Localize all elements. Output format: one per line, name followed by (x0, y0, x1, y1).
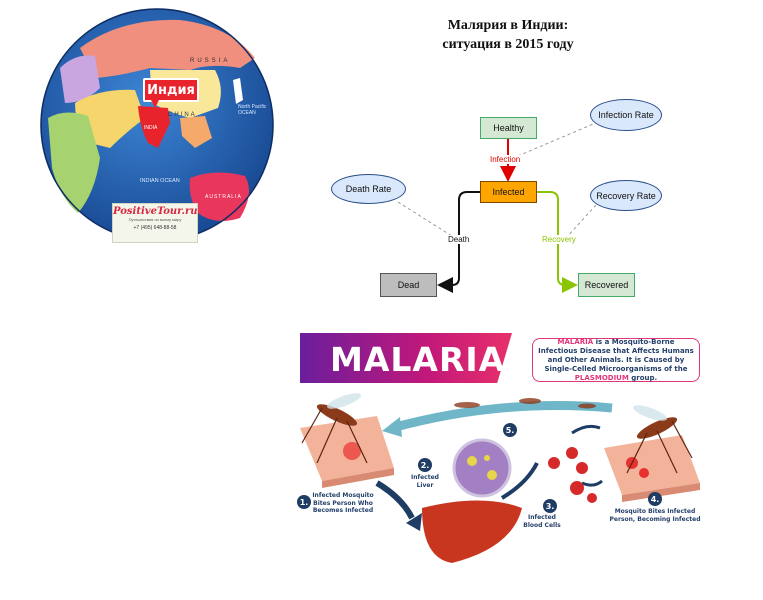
step-2-badge: 2. (418, 458, 432, 472)
malaria-definition-text: MALARIA is a Mosquito-Borne Infectious D… (537, 338, 695, 383)
malaria-title: MALARIA (330, 340, 506, 379)
malaria-definition-callout: MALARIA is a Mosquito-Borne Infectious D… (532, 338, 700, 382)
malaria-banner (300, 333, 512, 383)
mosquito-right-icon (626, 405, 693, 474)
india-callout-label: Индия (147, 82, 195, 98)
link-death-rate (397, 201, 456, 239)
positivetour-phone: +7 (495) 648-88-58 (133, 225, 177, 231)
node-healthy: Healthy (480, 117, 537, 139)
node-dead: Dead (380, 273, 437, 297)
region-se-asia (180, 116, 212, 148)
title-line-1: Малярия в Индии: (447, 18, 569, 33)
region-india (138, 106, 170, 148)
globe-map: Индия RUSSIA CHINA INDIA INDIAN OCEAN No… (40, 8, 274, 243)
def-plasmodium: PLASMODIUM (574, 373, 629, 382)
step-3-badge: 3. (543, 499, 557, 513)
edge-death-label: Death (447, 235, 471, 244)
title-line-2: ситуация в 2015 году (442, 37, 574, 52)
node-infected-label: Infected (492, 187, 525, 197)
rate-recovery-label: Recovery Rate (596, 190, 656, 201)
india-callout-pointer (150, 98, 160, 108)
step-4-text: Mosquito Bites Infected Person, Becoming… (609, 508, 701, 523)
def-body: is a Mosquito-Borne Infectious Disease t… (538, 337, 694, 373)
edge-infection-label: Infection (489, 155, 522, 164)
region-japan (233, 78, 243, 104)
def-malaria: MALARIA (557, 337, 594, 346)
step-5-badge: 5. (503, 423, 517, 437)
malaria-infographic (282, 323, 723, 587)
def-end: group. (628, 373, 658, 382)
rate-death: Death Rate (331, 174, 406, 204)
label-pacific: North Pacific OCEAN (238, 104, 267, 116)
node-healthy-label: Healthy (493, 123, 524, 133)
label-india: INDIA (144, 125, 158, 131)
node-recovered-label: Recovered (584, 280, 629, 290)
cycle-arrow-5 (390, 401, 613, 433)
mosquito-flying-icons (454, 398, 596, 409)
page-title: Малярия в Индии: ситуация в 2015 году (398, 16, 618, 54)
infected-liver-cells-icon (452, 438, 512, 498)
region-africa (48, 112, 100, 213)
blood-cells-icon (548, 447, 597, 503)
label-russia: RUSSIA (190, 58, 231, 64)
link-recovery-rate (565, 204, 597, 239)
label-indian-ocean: INDIAN OCEAN (140, 178, 180, 184)
step-3-text: Infected Blood Cells (523, 514, 561, 529)
label-australia: AUSTRALIA (205, 194, 242, 200)
step-2-text: Infected Liver (411, 474, 439, 489)
node-dead-label: Dead (397, 280, 420, 290)
positivetour-logo: PositiveTour.ru (113, 206, 198, 217)
mosquito-left-icon (301, 393, 368, 464)
region-australia (189, 172, 249, 222)
rate-infection-label: Infection Rate (598, 110, 654, 120)
rate-death-label: Death Rate (345, 184, 392, 194)
node-recovered: Recovered (578, 273, 635, 297)
label-china: CHINA (168, 112, 197, 118)
step-1-badge: 1. (297, 495, 311, 509)
rate-infection: Infection Rate (590, 99, 662, 131)
edge-recovery-label: Recovery (541, 235, 577, 244)
region-russia (80, 19, 255, 78)
positivetour-logo-card: PositiveTour.ru Путешествия по всему мир… (112, 203, 198, 243)
positivetour-tagline: Путешествия по всему миру (128, 217, 182, 222)
flow-connectors (397, 121, 599, 293)
region-europe (60, 55, 100, 103)
liver-icon (422, 500, 522, 563)
rate-recovery: Recovery Rate (590, 180, 662, 211)
step-1-text: Infected Mosquito Bites Person Who Becom… (312, 492, 374, 514)
step-4-badge: 4. (648, 492, 662, 506)
node-infected: Infected (480, 181, 537, 203)
skin-right (604, 435, 700, 495)
